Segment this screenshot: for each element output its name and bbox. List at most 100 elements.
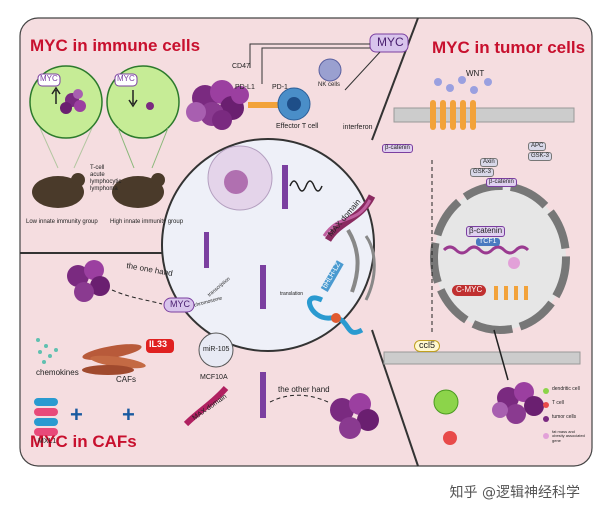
legend-tcell-marker xyxy=(543,402,549,408)
chromosome-bar-1 xyxy=(282,165,288,209)
plus-sign-1: + xyxy=(70,402,83,427)
beta-catenin-top: β-catenin xyxy=(382,144,413,153)
chromosome-bar-2 xyxy=(260,265,266,309)
fto-marker xyxy=(508,257,520,269)
myc-cafs-label: MYC xyxy=(170,299,190,309)
pdl1-label: PD-L1 xyxy=(235,84,255,91)
nucleolus xyxy=(224,170,248,194)
interferon-label: interferon xyxy=(343,124,373,131)
mxl1-helix xyxy=(34,398,58,436)
chromosome-bar-3 xyxy=(204,232,209,268)
effector-t-label: Effector T cell xyxy=(276,123,319,130)
funnel-low xyxy=(39,127,93,169)
tumor-cluster-right xyxy=(492,382,544,424)
tumor-cell-dot xyxy=(146,102,154,110)
chromosome-cafs xyxy=(260,372,266,418)
nuclear-dna xyxy=(442,245,530,255)
beta-catenin-mid: β-catenin xyxy=(486,178,517,187)
tcell-text-4: lymphoma xyxy=(90,186,118,192)
nk-cell xyxy=(318,58,342,82)
pdl1-pd1-interface xyxy=(248,102,280,108)
legend-fto-marker xyxy=(543,433,549,439)
t-cell-graphic xyxy=(443,431,457,445)
myc-tag-high-label: MYC xyxy=(117,74,135,83)
wnt-ligands xyxy=(434,76,492,94)
arrow-myc-to-tumor xyxy=(493,329,509,381)
chemokines-label: chemokines xyxy=(36,368,79,377)
arrow-down-high xyxy=(128,90,138,108)
caf-spindle-cells xyxy=(82,344,146,375)
cmyc-label: C-MYC xyxy=(452,285,487,296)
low-group-label: Low innate immunity group xyxy=(26,219,98,225)
translation-label: translation xyxy=(280,291,304,297)
plus-sign-2: + xyxy=(122,402,135,427)
signal-wave xyxy=(289,180,323,192)
arrow-other-hand xyxy=(269,394,329,403)
mouse-low-head xyxy=(71,173,85,187)
cell-membrane-bottom xyxy=(383,351,581,365)
legend-tumor-marker xyxy=(543,416,549,422)
tcell-text-2: acute xyxy=(90,172,105,178)
chemokine-dots xyxy=(36,338,58,364)
myc-inhibit-line-1 xyxy=(249,43,370,68)
cd47-label: CD47 xyxy=(232,63,250,70)
axin-label: Axin xyxy=(480,158,498,167)
mouse-high-head xyxy=(151,173,165,187)
tumor-cluster-cafs-bottom xyxy=(330,393,379,439)
ccl5-label: ccl5 xyxy=(414,340,441,352)
tcell-text-1: T-cell xyxy=(90,165,105,171)
mir105-circle xyxy=(198,332,234,368)
dna-helix-strand xyxy=(322,199,372,237)
other-hand-label: the other hand xyxy=(278,385,330,394)
myc-box-immune xyxy=(369,33,409,53)
gsk3-a-label: GSK-3 xyxy=(470,168,495,177)
legend-dendritic-marker xyxy=(543,388,549,394)
center-arrow-2 xyxy=(364,235,376,301)
legend-tcell: T cell xyxy=(552,400,564,406)
cafs-label: CAFs xyxy=(116,375,136,384)
wnt-label: WNT xyxy=(466,69,485,78)
t-cell-nucleus xyxy=(287,97,301,111)
tcell-text-3: lymphocytic xyxy=(90,179,122,185)
myc-inhibit-line-3 xyxy=(344,51,381,91)
center-arrow-1 xyxy=(346,228,360,293)
beta-catenin-nuclear: β-catenin xyxy=(466,226,506,237)
il33-box xyxy=(146,339,174,353)
legend-tumor: tumor cells xyxy=(552,414,577,420)
dendritic-cell-graphic xyxy=(433,389,459,415)
title-tumor: MYC in tumor cells xyxy=(432,38,586,57)
max-domain-strand xyxy=(183,386,229,427)
arrow-up-low xyxy=(51,86,61,104)
divider-top-right xyxy=(371,17,419,141)
cell-membrane-top xyxy=(393,107,575,123)
gsk3-b-label: GSK-3 xyxy=(528,152,553,161)
tumor-nucleus xyxy=(430,182,570,334)
tumor-cluster-large xyxy=(186,80,249,130)
myc-tag-low xyxy=(37,73,61,87)
myc-tag-low-label: MYC xyxy=(40,74,58,83)
il33-label: IL33 xyxy=(149,339,168,349)
legend-dendritic: dendritic cell xyxy=(552,386,580,392)
tcf1-label: TCF1 xyxy=(476,238,500,246)
apc-label: APC xyxy=(528,142,547,151)
myc-tag-high xyxy=(114,73,138,87)
myc-box-label: MYC xyxy=(377,35,404,49)
legend-fto: fat mass and obesity associated gene xyxy=(552,429,585,443)
wnt-receptor xyxy=(430,100,476,130)
mcf10a-label: MCF10A xyxy=(200,374,228,381)
mxl1-label: MXL1 xyxy=(38,438,57,445)
mir105-label: miR-105 xyxy=(203,346,230,353)
title-cafs: MYC in CAFs xyxy=(30,432,137,451)
high-group-label: High innate immunity group xyxy=(110,219,184,225)
funnel-high xyxy=(117,127,169,169)
tumor-cluster-cafs-top xyxy=(67,260,110,302)
watermark-text: 知乎 @逻辑神经科学 xyxy=(449,485,580,501)
bhlh-protein-structure xyxy=(307,295,364,335)
nk-cells-label: NK cells xyxy=(318,82,341,88)
myc-inhibit-line-2 xyxy=(261,47,370,84)
divider-bottom-right xyxy=(371,329,419,467)
cmyc-gene-bars xyxy=(494,286,528,300)
mouse-high xyxy=(112,176,164,208)
myc-oval-cafs xyxy=(163,297,195,313)
